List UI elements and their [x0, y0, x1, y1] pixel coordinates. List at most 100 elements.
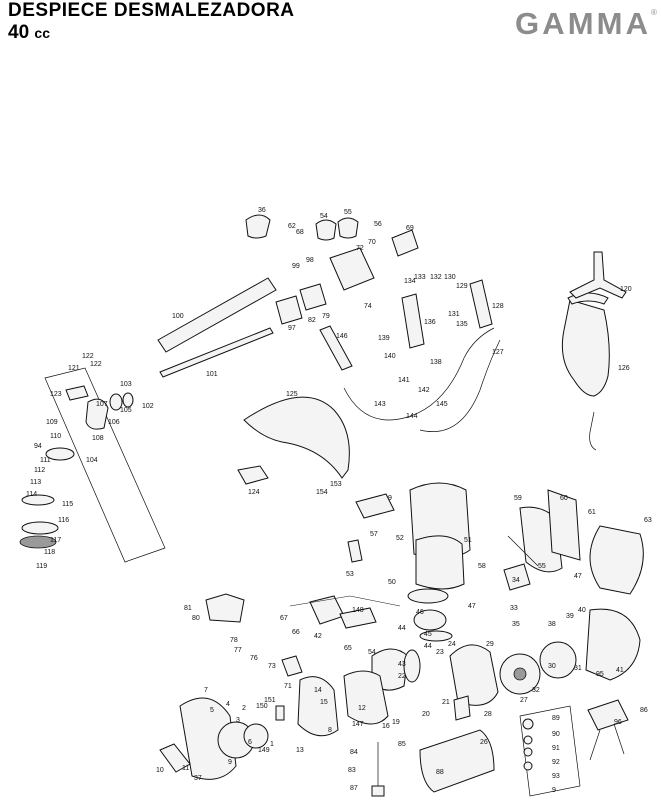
part-label: 45 — [424, 631, 432, 638]
exploded-parts-diagram: 36 62 68 54 55 56 69 99 98 72 70 134 133… — [19, 207, 652, 797]
part-label: 141 — [398, 377, 410, 384]
part-label: 27 — [520, 697, 528, 704]
part-label: 82 — [308, 317, 316, 324]
part-label: 65 — [344, 645, 352, 652]
part-label: 33 — [510, 605, 518, 612]
part-label: 83 — [348, 767, 356, 774]
part-label: 88 — [436, 769, 444, 776]
part-label: 117 — [50, 537, 61, 544]
part-label: 40 — [578, 607, 586, 614]
page-title: DESPIECE DESMALEZADORA — [8, 0, 295, 21]
handle-assembly — [343, 279, 501, 432]
part-label: 90 — [552, 731, 560, 738]
part-label: 124 — [248, 489, 260, 496]
part-label: 70 — [368, 239, 376, 246]
part-label: 108 — [92, 435, 104, 442]
part-label: 39 — [566, 613, 574, 620]
part-label: 106 — [108, 419, 120, 426]
part-label: 42 — [314, 633, 322, 640]
part-label: 87 — [350, 785, 358, 792]
part-label: 29 — [486, 641, 494, 648]
part-label: 97 — [288, 325, 296, 332]
title-block: DESPIECE DESMALEZADORA 40 cc — [8, 0, 295, 44]
part-label: 24 — [448, 641, 456, 648]
part-label: 122 — [90, 361, 102, 368]
part-label: 68 — [296, 229, 304, 236]
part-label: 63 — [644, 517, 652, 524]
part-label: 58 — [478, 563, 486, 570]
part-label: 10 — [156, 767, 164, 774]
part-label: 31 — [574, 665, 582, 672]
part-label: 121 — [68, 365, 80, 372]
part-label: 34 — [512, 577, 520, 584]
part-label: 5 — [210, 707, 214, 714]
part-label: 20 — [422, 711, 430, 718]
part-label: 116 — [58, 517, 69, 524]
part-label: 30 — [548, 663, 556, 670]
part-label: 135 — [456, 321, 468, 328]
part-label: 12 — [358, 705, 366, 712]
part-label: 3 — [236, 717, 240, 724]
part-label: 85 — [398, 741, 406, 748]
part-label: 15 — [320, 699, 328, 706]
engine-size: 40 cc — [8, 22, 295, 44]
part-label: 123 — [50, 391, 62, 398]
part-label: 126 — [618, 365, 630, 372]
part-label: 71 — [284, 683, 292, 690]
part-label: 72 — [356, 245, 364, 252]
part-label: 1 — [270, 741, 274, 748]
part-label: 59 — [514, 495, 522, 502]
part-label: 113 — [30, 479, 41, 486]
part-label: 74 — [364, 303, 372, 310]
part-label: 46 — [416, 609, 424, 616]
shaft-assembly — [157, 214, 419, 378]
part-label: 35 — [512, 621, 520, 628]
part-label: 47 — [468, 603, 476, 610]
part-label: 93 — [552, 773, 560, 780]
part-label: 98 — [306, 257, 314, 264]
part-label: 100 — [172, 313, 184, 320]
part-label: 69 — [406, 225, 414, 232]
starter-assembly — [159, 670, 389, 780]
part-label: 44 — [398, 625, 406, 632]
part-label: 86 — [640, 707, 648, 714]
part-label: 28 — [484, 711, 492, 718]
part-label: 56 — [374, 221, 382, 228]
part-labels: 36 62 68 54 55 56 69 99 98 72 70 134 133… — [26, 207, 652, 794]
part-label: 44 — [424, 643, 432, 650]
part-label: 134 — [404, 278, 416, 285]
logo-text: GAMMA — [515, 6, 648, 38]
part-label: 32 — [532, 687, 540, 694]
part-label: 109 — [46, 419, 58, 426]
part-label: 96 — [614, 719, 622, 726]
guard-bracket — [237, 465, 269, 485]
part-label: 73 — [268, 663, 276, 670]
part-label: 138 — [430, 359, 442, 366]
part-label: 79 — [322, 313, 330, 320]
part-label: 38 — [548, 621, 556, 628]
part-label: 91 — [552, 745, 560, 752]
part-label: 149 — [258, 747, 270, 754]
part-label: 61 — [588, 509, 596, 516]
part-label: 144 — [406, 413, 418, 420]
part-label: 43 — [398, 661, 406, 668]
part-label: 146 — [336, 333, 348, 340]
carburetor-assembly — [205, 593, 401, 677]
part-label: 57 — [370, 531, 378, 538]
part-label: 154 — [316, 489, 328, 496]
part-label: 133 — [414, 274, 426, 281]
part-label: 19 — [392, 719, 400, 726]
part-label: 130 — [444, 274, 456, 281]
part-label: 51 — [464, 537, 472, 544]
engine-size-value: 40 — [8, 22, 30, 43]
part-label: 136 — [424, 319, 436, 326]
part-label: 9 — [388, 495, 392, 502]
part-label: 111 — [40, 457, 51, 464]
part-label: 54 — [368, 649, 376, 656]
part-label: 129 — [456, 283, 468, 290]
part-label: 145 — [436, 401, 448, 408]
part-label: 76 — [250, 655, 258, 662]
trimmer-blade — [569, 251, 627, 299]
part-label: 9 — [552, 787, 556, 794]
part-label: 131 — [448, 311, 460, 318]
